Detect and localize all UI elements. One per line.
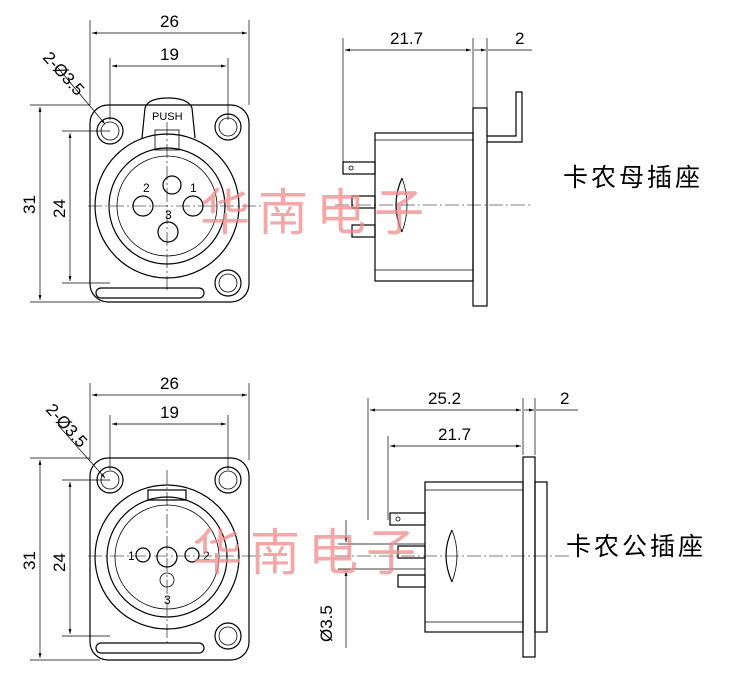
male-inner-width-label: 19 [160, 403, 179, 422]
male-side-view: 25.2 2 21.7 Ø3.5 [317, 389, 578, 658]
male-front-view: 26 19 2-Ø3.5 31 24 [20, 374, 262, 661]
female-pin-1-label: 1 [190, 181, 197, 195]
male-flange-label: 2 [560, 389, 569, 408]
watermark-top: 华南电子 [200, 184, 432, 242]
female-front-view: 26 19 2-Ø3.5 31 24 [20, 12, 262, 303]
female-hole-label: 2-Ø3.5 [39, 48, 88, 99]
female-depth-label: 21.7 [390, 29, 423, 48]
male-width-label: 26 [160, 374, 179, 393]
male-height-label: 31 [20, 551, 39, 570]
female-side-view: 21.7 2 [335, 29, 532, 307]
male-pin-dia-label: Ø3.5 [317, 605, 336, 642]
male-depth-label: 21.7 [438, 425, 471, 444]
female-flange-label: 2 [515, 29, 524, 48]
male-pin-3-label: 3 [164, 593, 171, 607]
female-inner-width-label: 19 [160, 45, 179, 64]
male-pin-1-label: 1 [128, 549, 135, 563]
female-inner-height-label: 24 [50, 199, 69, 218]
female-title: 卡农母插座 [563, 163, 703, 192]
male-hole-label: 2-Ø3.5 [42, 400, 91, 451]
female-pin-3-label: 3 [165, 208, 172, 222]
female-width-label: 26 [160, 12, 179, 31]
watermark-bottom: 华南电子 [192, 524, 424, 582]
female-height-label: 31 [20, 195, 39, 214]
push-label: PUSH [152, 111, 183, 123]
male-title: 卡农公插座 [566, 532, 706, 561]
female-pin-2-label: 2 [143, 181, 150, 195]
male-inner-height-label: 24 [50, 553, 69, 572]
male-overall-label: 25.2 [428, 389, 461, 408]
